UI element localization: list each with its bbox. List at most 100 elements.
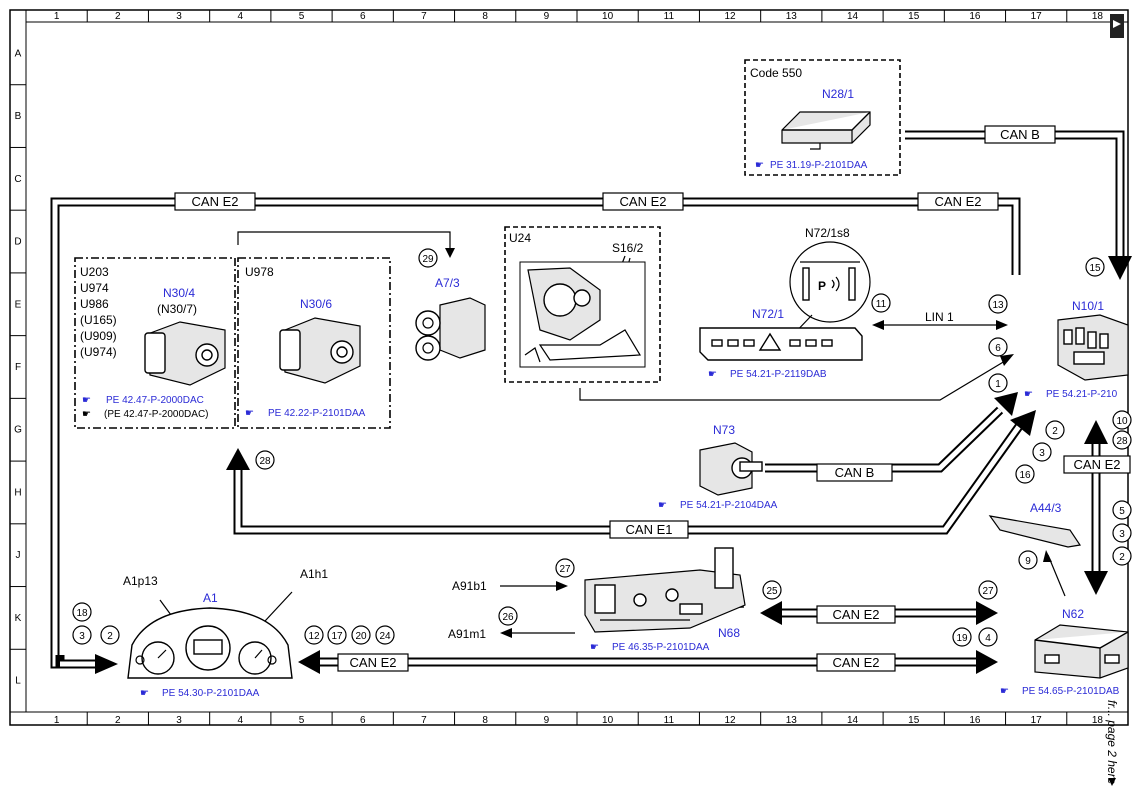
n30-4-ref-link[interactable]: ☛ PE 42.47-P-2000DAC ☛ (PE 42.47-P-2000D…	[82, 395, 209, 420]
grid-col-bottom-16: 16	[969, 715, 981, 726]
u24-group: U24 S16/2	[504, 226, 661, 383]
grid-col-bottom-8: 8	[482, 715, 488, 726]
marker-1-0: 1	[988, 373, 1008, 393]
marker-2-extra-1: 2	[1112, 546, 1132, 566]
n73-ref-link[interactable]: ☛ PE 54.21-P-2104DAA	[658, 500, 778, 511]
marker-28-0: 28	[255, 450, 275, 470]
a91m1-label: A91m1	[448, 627, 486, 641]
variant-u203: U203	[80, 265, 109, 279]
n30-6-ref: PE 42.22-P-2101DAA	[268, 408, 366, 419]
grid-col-top-4: 4	[237, 11, 243, 22]
can-e2-top-bus	[50, 197, 1021, 674]
n28-1-ref-link[interactable]: ☛ PE 31.19-P-2101DAA	[755, 160, 868, 171]
grid-row-D: D	[14, 237, 21, 248]
svg-text:12: 12	[308, 631, 320, 642]
variant-u974: U974	[80, 281, 109, 295]
grid-col-top-1: 1	[54, 11, 60, 22]
n28-1-ref: PE 31.19-P-2101DAA	[770, 160, 868, 171]
n10-1-device-icon	[1057, 314, 1129, 381]
svg-text:CAN E2: CAN E2	[192, 194, 239, 209]
grid-col-top-12: 12	[724, 11, 736, 22]
s16-2-label: S16/2	[612, 241, 644, 255]
bus-label-can-e2-2: CAN E2	[602, 192, 684, 211]
a44-3-group: A44/3	[988, 501, 1082, 548]
svg-text:16: 16	[1019, 470, 1031, 481]
svg-text:CAN E2: CAN E2	[1074, 457, 1121, 472]
marker-3-1: 3	[72, 625, 92, 645]
svg-text:27: 27	[559, 564, 571, 575]
svg-text:☛: ☛	[82, 395, 91, 406]
n72-1-ref: PE 54.21-P-2119DAB	[730, 369, 827, 380]
marker-13-0: 13	[988, 294, 1008, 314]
marker-4-0: 4	[978, 627, 998, 647]
n30-4-device-icon	[144, 321, 226, 386]
svg-text:27: 27	[982, 586, 994, 597]
marker-15-0: 15	[1085, 257, 1105, 277]
grid-col-bottom-18: 18	[1092, 715, 1104, 726]
lin1-label: LIN 1	[925, 310, 954, 324]
steering-column-icon	[524, 267, 642, 363]
a1-instrument-cluster-icon	[127, 607, 293, 679]
grid-row-E: E	[15, 299, 22, 310]
n72-1-label: N72/1	[752, 307, 784, 321]
n30-4-group: U203 U974 U986 (U165) (U909) (U974) N30/…	[74, 257, 391, 429]
marker-20-0: 20	[351, 625, 371, 645]
grid-col-top-7: 7	[421, 11, 427, 22]
n73-group: N73 ☛ PE 54.21-P-2104DAA	[658, 423, 778, 511]
marker-18-0: 18	[72, 602, 92, 622]
svg-text:☛: ☛	[658, 500, 667, 511]
marker-26-0: 26	[498, 606, 518, 626]
grid-col-top-8: 8	[482, 11, 488, 22]
svg-text:18: 18	[76, 608, 88, 619]
n30-7-label: (N30/7)	[157, 302, 197, 316]
marker-10-0: 10	[1112, 410, 1132, 430]
svg-text:11: 11	[876, 299, 887, 310]
marker-2-extra-0: 2	[100, 625, 120, 645]
a7-3-label: A7/3	[435, 276, 460, 290]
n30-6-ref-link[interactable]: ☛ PE 42.22-P-2101DAA	[245, 408, 366, 419]
bus-label-can-e2-9: CAN E2	[816, 653, 896, 672]
grid-row-F: F	[15, 362, 21, 373]
can-b-top-bus	[905, 130, 1132, 280]
n72-1-ref-link[interactable]: ☛ PE 54.21-P-2119DAB	[708, 369, 827, 380]
svg-text:☛: ☛	[82, 409, 91, 420]
bus-label-can-b-0: CAN B	[984, 125, 1056, 144]
n30-6-device-icon	[279, 317, 361, 384]
grid-col-bottom-14: 14	[847, 715, 859, 726]
grid-col-bottom-15: 15	[908, 715, 920, 726]
grid-col-top-11: 11	[664, 11, 675, 22]
marker-19-0: 19	[952, 627, 972, 647]
n68-ref: PE 46.35-P-2101DAA	[612, 642, 710, 653]
a1-ref-link[interactable]: ☛ PE 54.30-P-2101DAA	[140, 688, 260, 699]
a7-3-group: A7/3	[415, 276, 486, 361]
bus-label-can-b-4: CAN B	[816, 463, 893, 482]
grid-row-K: K	[15, 613, 22, 624]
page-corner-icon	[1110, 14, 1124, 38]
svg-text:5: 5	[1119, 506, 1125, 517]
n68-ref-link[interactable]: ☛ PE 46.35-P-2101DAA	[590, 642, 710, 653]
grid-col-top-18: 18	[1092, 11, 1104, 22]
a1h1-label: A1h1	[300, 567, 328, 581]
variant-u986: U986	[80, 297, 109, 311]
grid-col-top-10: 10	[602, 11, 614, 22]
grid-col-bottom-5: 5	[299, 715, 305, 726]
svg-text:6: 6	[995, 343, 1001, 354]
n10-1-ref-link[interactable]: ☛ PE 54.21-P-210	[1024, 389, 1118, 400]
grid-col-top-14: 14	[847, 11, 859, 22]
a1-ref: PE 54.30-P-2101DAA	[162, 688, 260, 699]
can-e1-bus	[226, 410, 1036, 535]
marker-28-right: 28	[1112, 430, 1132, 450]
bus-label-can-e2-8: CAN E2	[337, 653, 409, 672]
n62-ref-link[interactable]: ☛ PE 54.65-P-2101DAB	[1000, 686, 1120, 697]
svg-text:☛: ☛	[1000, 686, 1009, 697]
svg-text:3: 3	[79, 631, 85, 642]
variant-u974-alt: (U974)	[80, 345, 117, 359]
grid-col-bottom-1: 1	[54, 715, 60, 726]
grid-row-L: L	[15, 676, 21, 687]
can-e2-right-bus	[1084, 420, 1108, 595]
variant-u909: (U909)	[80, 329, 117, 343]
svg-text:2: 2	[1052, 426, 1058, 437]
grid-col-top-13: 13	[786, 11, 798, 22]
bus-label-can-e2-1: CAN E2	[174, 192, 256, 211]
n68-steering-gear-icon	[584, 547, 746, 633]
